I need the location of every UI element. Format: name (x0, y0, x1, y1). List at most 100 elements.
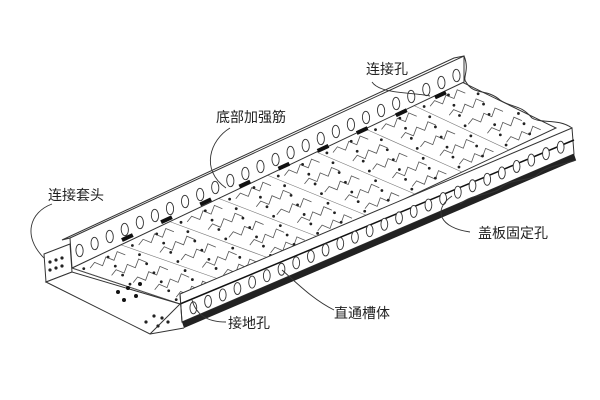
connection-hole (452, 68, 461, 83)
connection-hole (346, 117, 355, 132)
reinforcing-rib (506, 125, 541, 143)
sleeve-hole (48, 268, 52, 272)
perforation-dot (200, 248, 204, 252)
sleeve-hole (60, 256, 64, 260)
perforation-dot (259, 195, 262, 199)
reinforcing-rib (89, 251, 126, 269)
perforation-dot (113, 264, 117, 268)
perforation-dot (174, 298, 178, 301)
reinforcing-rib (411, 170, 447, 187)
connection-hole (271, 152, 280, 167)
perforation-dot (302, 213, 306, 216)
cover-fixing-hole (262, 269, 271, 283)
rib-divider (218, 197, 322, 239)
cover-fixing-hole (277, 262, 286, 276)
connection-hole (150, 208, 159, 223)
perforation-dot (404, 177, 407, 181)
reinforcing-rib (439, 138, 475, 156)
perforation-dot (248, 226, 252, 229)
back-wall-connection-holes (75, 68, 461, 258)
perforation-dot (427, 166, 431, 170)
perforation-dot (217, 228, 221, 231)
perforation-dot (457, 165, 461, 169)
perforation-dot (326, 201, 330, 205)
perforation-dot (210, 218, 214, 222)
perforation-dot (458, 114, 461, 117)
reinforcing-rib (296, 206, 332, 223)
perforation-dot (289, 193, 293, 197)
perforation-dot (398, 116, 402, 120)
perforation-dot (528, 132, 532, 136)
perforation-dot (309, 222, 313, 226)
torn-end-edge (463, 55, 573, 129)
perforation-dot (498, 133, 502, 137)
perforation-dot (487, 113, 491, 116)
perforation-dot (410, 187, 414, 191)
perforation-dot (475, 144, 479, 148)
connection-hole (211, 180, 220, 195)
reinforcing-rib (138, 227, 175, 246)
cover-fixing-hole (453, 185, 462, 199)
perforation-dot (504, 143, 508, 147)
perforation-dot (374, 128, 377, 132)
perforation-dot (138, 253, 141, 257)
cover-fixing-hole (409, 204, 418, 218)
perforation-dot (355, 149, 359, 153)
perforation-dot (167, 289, 171, 293)
perforation-dot (121, 273, 125, 277)
cover-fixing-hole (248, 275, 256, 289)
connection-hole (135, 215, 144, 230)
cover-fixing-hole (424, 198, 433, 212)
cover-fixing-hole (204, 294, 212, 308)
connection-hole (422, 82, 431, 97)
connection-hole (256, 159, 265, 174)
connection-hole (407, 89, 416, 104)
perforation-dot (325, 151, 329, 155)
sleeve-hole (156, 324, 160, 328)
reinforcing-rib (235, 181, 272, 200)
perforation-dot (452, 103, 456, 107)
reinforcing-rib (467, 107, 504, 125)
cover-fixing-hole (542, 147, 550, 161)
perforation-dot (522, 122, 526, 126)
reinforcing-rib (448, 98, 485, 116)
reinforcing-rib (352, 144, 388, 162)
front-wall-lip (182, 154, 576, 328)
perforation-dot (255, 235, 258, 239)
cover-fixing-hole (527, 153, 536, 167)
cover-fixing-hole (498, 166, 506, 180)
perforation-dot (152, 271, 156, 275)
perforation-dot (183, 269, 187, 272)
perforation-dot (344, 180, 347, 184)
reinforcing-rib (332, 135, 369, 153)
wall-slot (355, 126, 369, 135)
rib-divider (364, 128, 463, 173)
cover-fixing-holes (189, 140, 565, 315)
perforation-dot (241, 216, 245, 220)
connection-hole (196, 187, 205, 202)
grounding-hole (138, 282, 142, 286)
perforation-dot (363, 209, 367, 213)
perforation-dot (307, 172, 311, 176)
cover-fixing-hole (233, 282, 242, 295)
perforation-dot (301, 163, 304, 166)
reinforcing-rib (284, 158, 320, 176)
cover-fixing-hole (218, 288, 227, 302)
cover-fixing-hole (380, 217, 389, 231)
perforation-dot (481, 154, 484, 158)
perforation-dot (234, 207, 238, 211)
reinforcing-rib (159, 235, 195, 253)
cover-fixing-hole (189, 301, 198, 315)
perforation-dot (207, 257, 211, 261)
perforation-dot (445, 145, 449, 149)
sleeve-hole (166, 320, 170, 324)
perforation-dot (313, 182, 317, 186)
reinforcing-rib (487, 116, 523, 134)
sleeve-hole (54, 266, 58, 270)
perforation-dot (409, 136, 413, 140)
reinforcing-rib (317, 214, 353, 231)
perforation-dot (162, 241, 166, 245)
rib-divider (169, 221, 275, 261)
reinforcing-rib (207, 212, 244, 230)
